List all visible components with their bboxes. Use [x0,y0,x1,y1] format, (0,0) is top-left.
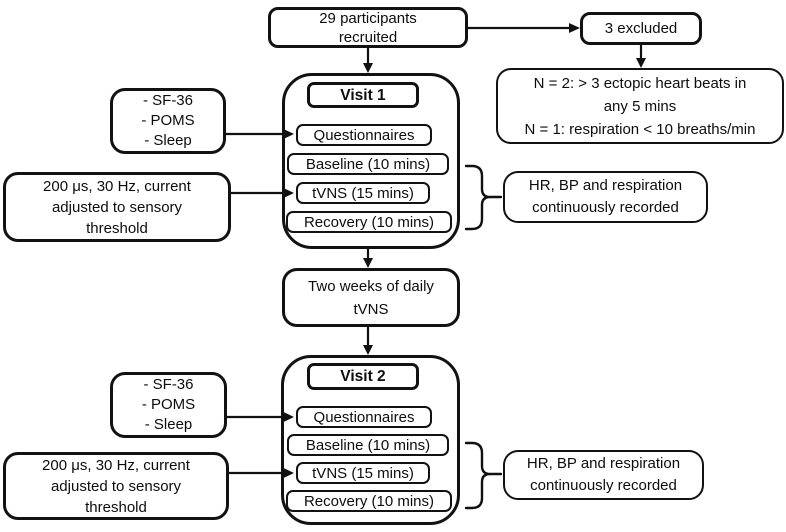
exclusion-reason-line: any 5 mins [603,97,677,115]
recording-note-box-1: HR, BP and respiration continuously reco… [503,171,708,223]
exclusion-reasons-box: N = 2: > 3 ectopic heart beats in any 5 … [496,68,784,144]
recording-line: HR, BP and respiration [528,177,683,194]
arrowhead-to-reasons [636,58,646,68]
recording-line: continuously recorded [532,199,679,216]
params-line: 200 μs, 30 Hz, current [43,177,191,195]
arrowhead-to-questionnaires2 [284,412,294,422]
arrowhead-to-visit1 [363,63,373,73]
legend-line: - SF-36 [142,92,193,109]
questionnaires-legend-box-1: - SF-36 - POMS - Sleep [110,88,226,154]
excluded-label: 3 excluded [604,20,678,37]
params-line: threshold [86,219,148,237]
params-line: adjusted to sensory [50,477,182,495]
arrowhead-to-questionnaires1 [284,129,294,139]
washout-line: tVNS [353,300,389,318]
recording-line: HR, BP and respiration [526,455,681,472]
legend-line: - POMS [141,396,196,413]
visit2-container [281,355,460,525]
visit1-container [282,73,460,249]
arrowhead-to-tvns2 [284,468,294,478]
brace-visit2-recording [464,441,503,510]
step-label: Baseline (10 mins) [305,155,431,173]
legend-line: - Sleep [144,416,193,433]
arrowhead-to-washout [363,258,373,268]
visit1-step-questionnaires: Questionnaires [296,124,432,146]
washout-line: Two weeks of daily [308,277,434,295]
recruited-line: 29 participants [319,9,417,27]
arrowhead-to-excluded [569,23,580,33]
visit2-step-questionnaires: Questionnaires [296,406,432,428]
visit1-title-box: Visit 1 [307,82,419,108]
arrowhead-to-visit2 [363,345,373,355]
excluded-box: 3 excluded [580,12,702,45]
visit2-title: Visit 2 [340,368,386,385]
brace-visit1-recording [464,164,503,231]
washout-box: Two weeks of daily tVNS [282,268,460,327]
step-label: tVNS (15 mins) [312,464,414,482]
legend-line: - POMS [141,112,195,129]
visit2-step-recovery: Recovery (10 mins) [286,490,452,512]
params-line: 200 μs, 30 Hz, current [42,456,190,474]
params-line: adjusted to sensory [51,198,183,216]
visit1-step-baseline: Baseline (10 mins) [287,153,449,175]
recruited-box: 29 participants recruited [268,7,468,48]
params-line: threshold [85,498,147,516]
visit2-title-box: Visit 2 [307,363,419,390]
legend-line: - Sleep [144,132,192,149]
step-label: Recovery (10 mins) [303,213,435,231]
visit1-title: Visit 1 [340,86,386,104]
step-label: Questionnaires [313,408,415,426]
stimulation-params-box-2: 200 μs, 30 Hz, current adjusted to senso… [3,452,229,520]
recording-line: continuously recorded [530,477,677,494]
questionnaires-legend-box-2: - SF-36 - POMS - Sleep [110,372,227,438]
stimulation-params-box-1: 200 μs, 30 Hz, current adjusted to senso… [3,172,231,242]
step-label: Baseline (10 mins) [305,436,431,454]
visit1-step-tvns: tVNS (15 mins) [296,182,430,204]
step-label: Recovery (10 mins) [303,492,435,510]
recording-note-box-2: HR, BP and respiration continuously reco… [503,450,704,500]
legend-line: - SF-36 [143,376,194,393]
visit1-step-recovery: Recovery (10 mins) [286,211,452,233]
recruited-line: recruited [338,28,398,46]
arrowhead-to-tvns1 [284,188,294,198]
visit2-step-baseline: Baseline (10 mins) [287,434,449,456]
exclusion-reason-line: N = 1: respiration < 10 breaths/min [524,120,756,138]
visit2-step-tvns: tVNS (15 mins) [296,462,430,484]
step-label: tVNS (15 mins) [312,184,414,202]
step-label: Questionnaires [313,126,415,144]
exclusion-reason-line: N = 2: > 3 ectopic heart beats in [533,74,747,92]
